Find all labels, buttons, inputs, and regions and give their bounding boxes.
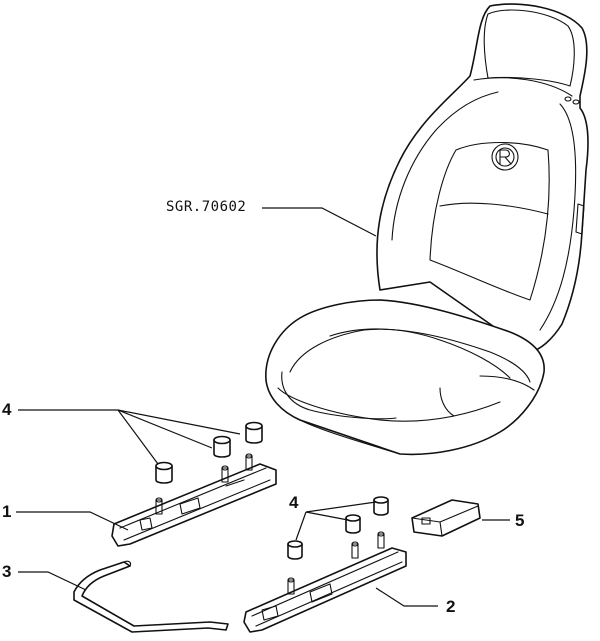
reference-leader-line (262, 207, 377, 237)
callout-label-1: 1 (2, 502, 12, 521)
seat-assembly (265, 3, 589, 456)
spacer-f (287, 540, 303, 560)
seat-adjuster-bar (73, 560, 229, 633)
spacer-group-lower (287, 496, 389, 560)
brand-emblem-icon (491, 143, 519, 171)
callout-leaders (16, 409, 510, 607)
spacer-c (155, 461, 173, 484)
spacer-a (245, 421, 263, 444)
callout-label-5: 5 (515, 511, 525, 530)
electrical-connector (411, 499, 481, 537)
callout-label-2: 2 (446, 597, 456, 616)
seat-rail-left (111, 453, 277, 547)
seat-cushion (265, 299, 545, 456)
spacer-e (345, 514, 361, 534)
spacer-d (373, 496, 389, 516)
reference-code: SGR.70602 (166, 199, 247, 215)
seat-rail-right (243, 531, 407, 633)
spacer-b (213, 435, 231, 458)
seat-backrest (376, 3, 589, 353)
callout-label-4-upper: 4 (2, 400, 12, 419)
callout-label-3: 3 (2, 562, 12, 581)
spacer-group-upper (155, 421, 263, 484)
callout-label-4-lower: 4 (289, 493, 299, 512)
